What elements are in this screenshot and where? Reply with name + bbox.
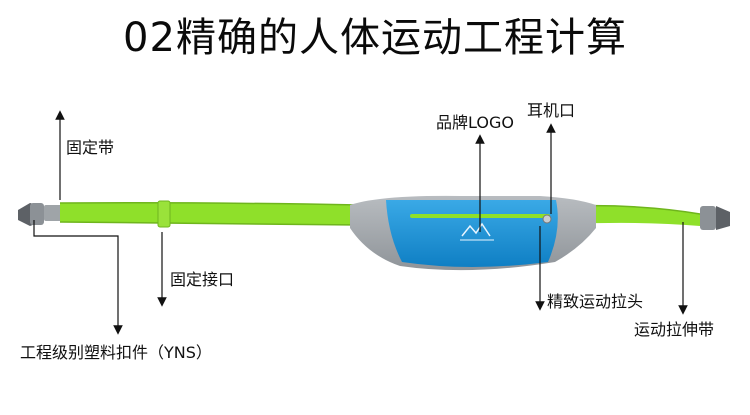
brand-logo-label: 品牌LOGO: [436, 113, 514, 132]
left-buckle-icon: [18, 203, 66, 226]
brand-logo-icon: [460, 222, 494, 241]
zipper-pull-icon: [542, 214, 552, 224]
earphone-port-label: 耳机口: [527, 101, 576, 120]
right-buckle-icon: [700, 206, 730, 230]
stretch-strap-label: 运动拉伸带: [634, 320, 715, 339]
strap-slider-icon: [157, 200, 171, 228]
zipper-pull-label: 精致运动拉头: [547, 292, 644, 311]
plastic-buckle-label: 工程级别塑料扣件（YNS）: [20, 343, 212, 362]
fixing-strap-label: 固定带: [66, 138, 115, 157]
page-title: 02精确的人体运动工程计算: [123, 15, 627, 61]
fixing-joint-label: 固定接口: [170, 270, 235, 289]
callout-lines: [33, 110, 688, 335]
pouch-icon: [350, 195, 596, 271]
